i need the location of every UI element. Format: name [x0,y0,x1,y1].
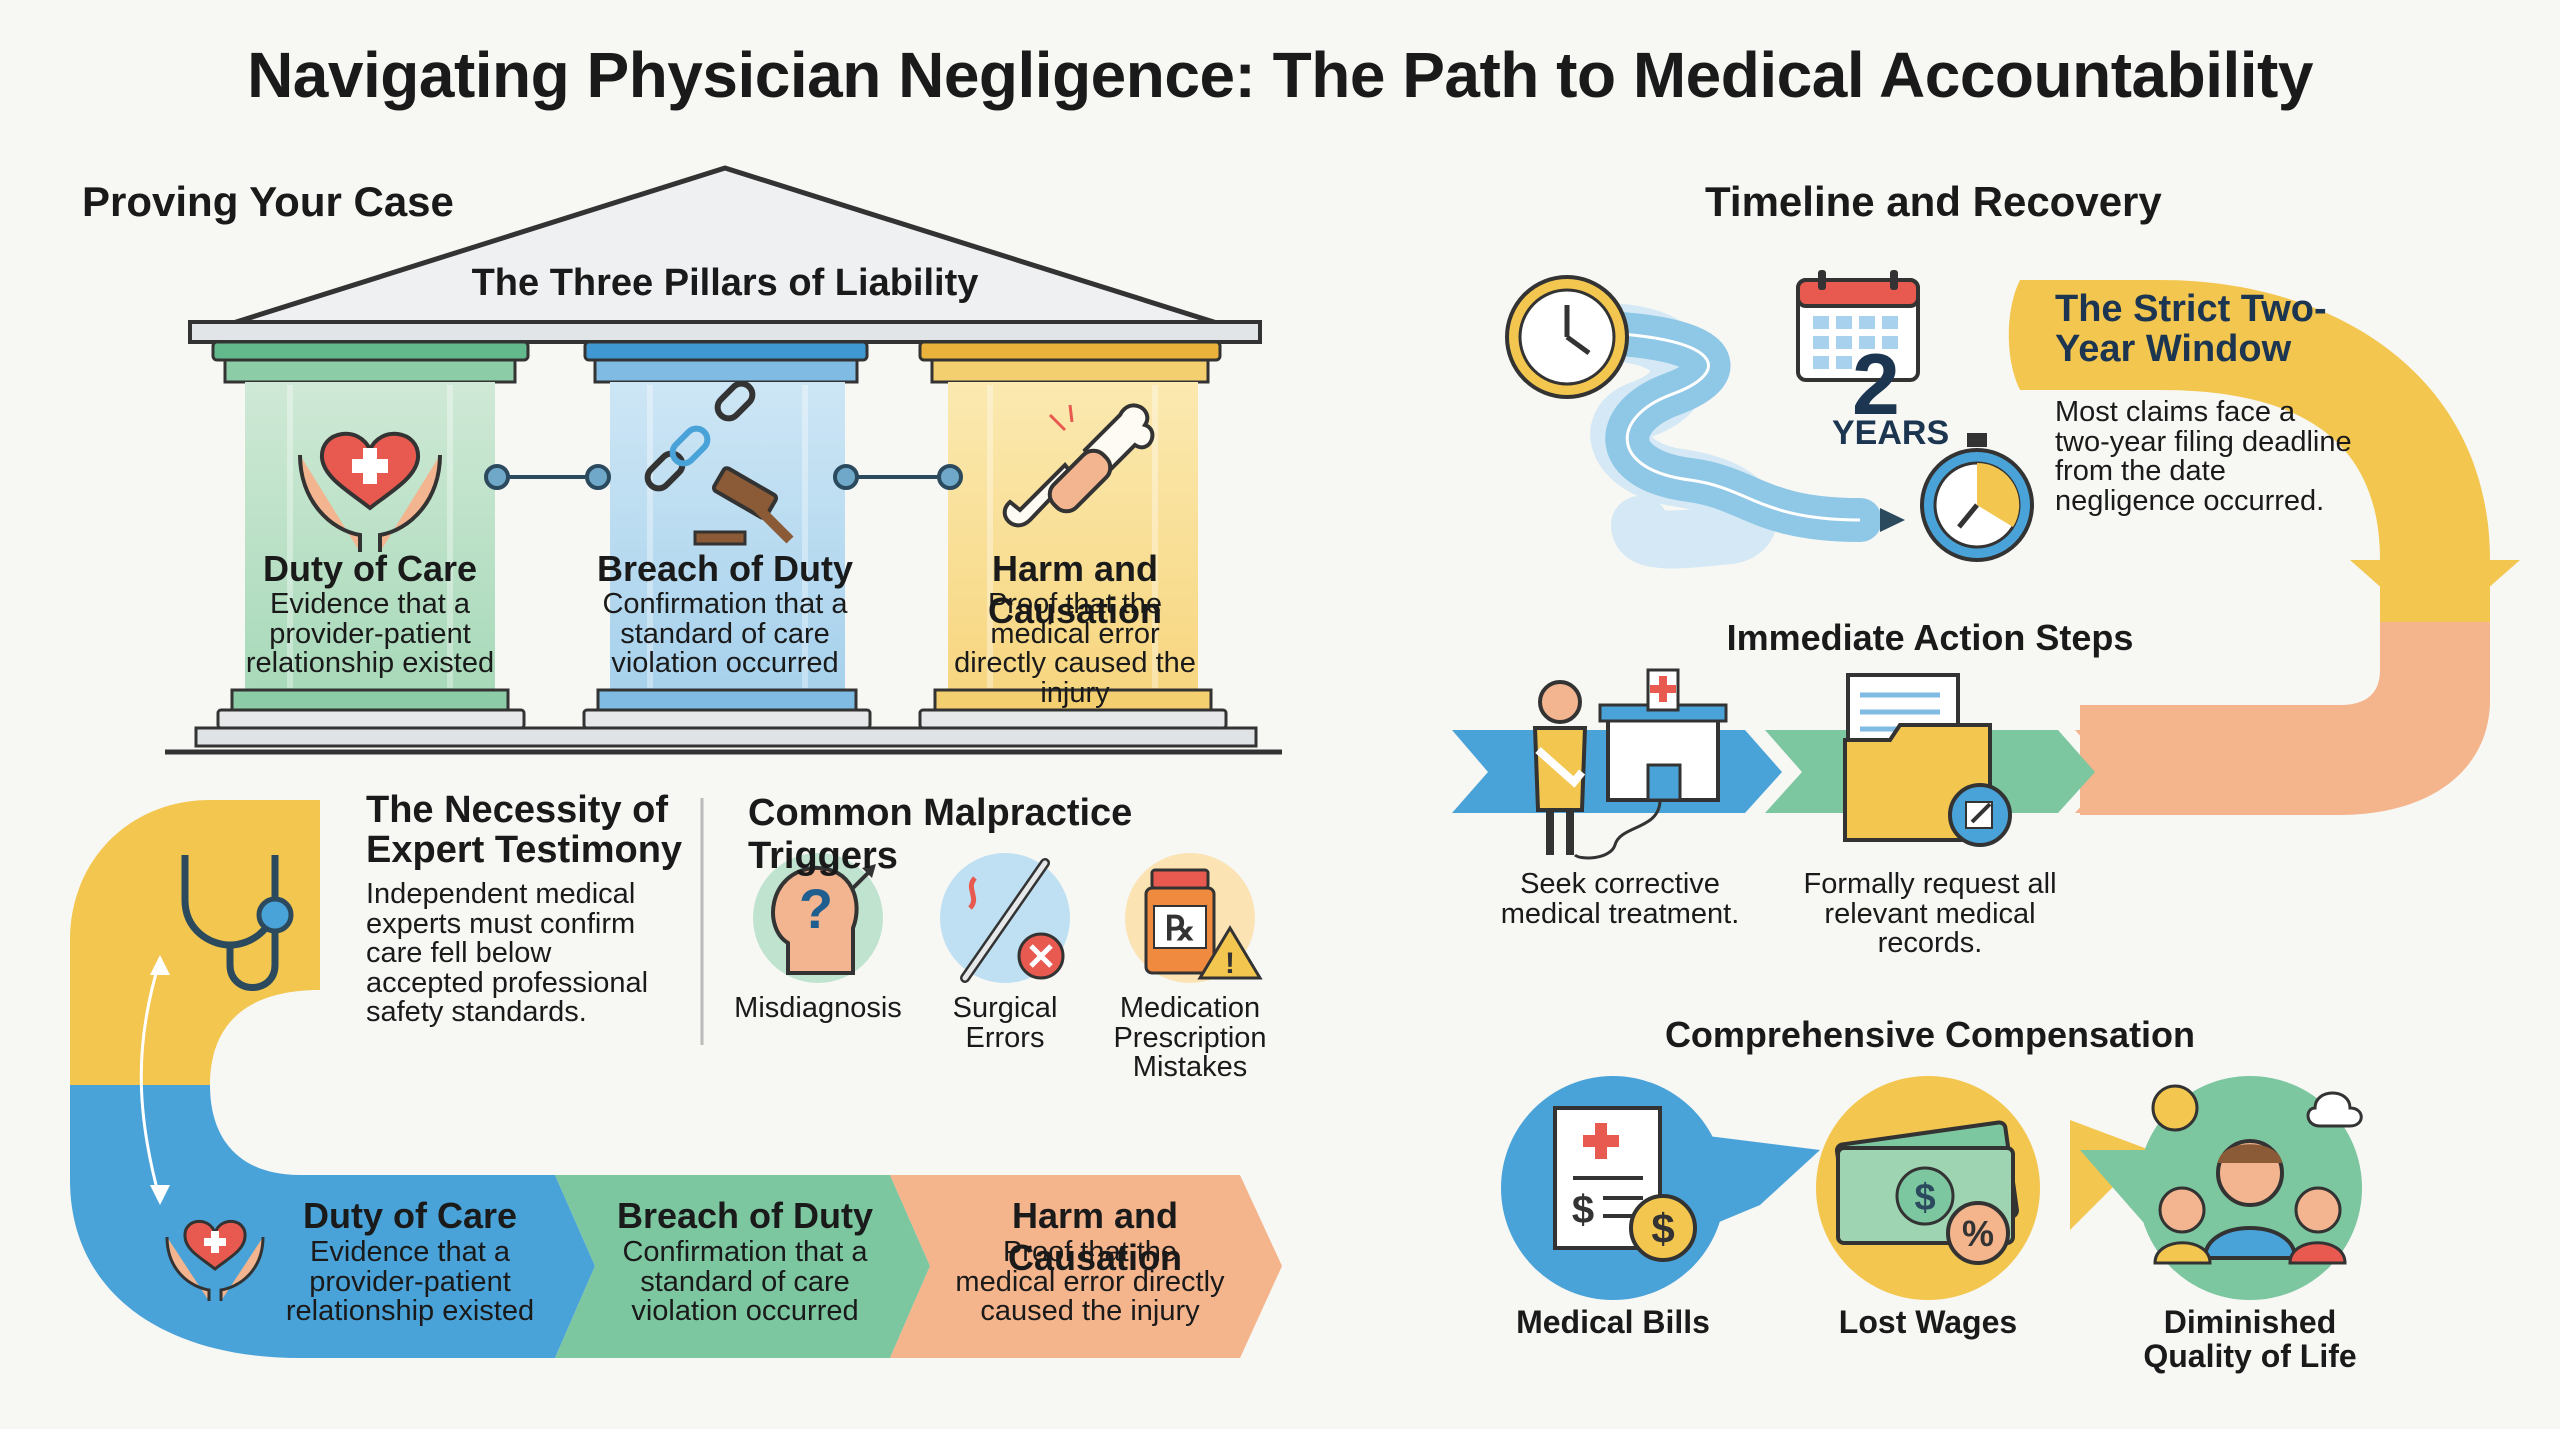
svg-text:?: ? [799,877,833,940]
folder-document-icon [1843,673,2012,847]
svg-text:%: % [1962,1213,1994,1254]
comp-quality-of-life: Diminished Quality of Life [2143,1304,2357,1374]
flow-text-breach: Confirmation that a standard of care vio… [622,1236,868,1328]
years-unit: YEARS [1832,414,1950,452]
pillar-capital-green [211,340,530,362]
window-title: The Strict Two-Year Window [2055,288,2327,370]
pillar-title-breach: Breach of Duty [596,548,854,589]
triggers-heading: Common Malpractice Triggers [748,792,1133,877]
svg-text:℞: ℞ [1165,911,1195,948]
trigger-medication: Medication Prescription Mistakes [1113,992,1267,1084]
calendar-icon [1796,270,1920,382]
flow-text-harm: Proof that the medical error directly ca… [955,1236,1225,1328]
pillar-title-duty: Duty of Care [262,548,478,589]
timeline-road [1541,303,1905,569]
window-flow-band [2008,280,2520,815]
compensation-heading: Comprehensive Compensation [1664,1014,2196,1055]
cash-percent-icon: $ % [1816,1076,2040,1300]
trigger-misdiagnosis: Misdiagnosis [734,992,902,1024]
flow-title-breach: Breach of Duty [616,1195,874,1236]
head-question-icon: ? [753,853,883,983]
expert-flow-band [70,800,1282,1358]
medical-bill-icon: $ $ [1501,1076,1725,1300]
pillar-text-harm: Proof that the medical error directly ca… [954,588,1196,709]
expert-text: Independent medical experts must confirm… [366,878,649,1029]
comp-medical-bills: Medical Bills [1516,1304,1710,1340]
window-text: Most claims face a two-year filing deadl… [2055,396,2352,517]
svg-text:$: $ [1572,1188,1594,1232]
pillar-capital-blue [583,340,869,362]
broken-bone-bandage-icon [1002,403,1155,528]
broken-chain-gavel-icon [644,380,794,546]
actions-heading: Immediate Action Steps [1726,617,2134,658]
pillar-shaft-green [245,382,495,690]
pillar-capital-yellow [918,340,1222,362]
pillar-text-duty: Evidence that a provider-patient relatio… [245,588,495,680]
comp-lost-wages: Lost Wages [1838,1304,2018,1340]
flow-arrow-green [555,1175,930,1358]
action-step-treatment: Seek corrective medical treatment. [1500,868,1740,930]
injured-patient-hospital-icon [1532,668,1728,860]
flow-arrow-peach [890,1175,1282,1358]
pillar-shaft-yellow [948,382,1198,690]
temple-title: The Three Pillars of Liability [471,262,979,304]
heart-hands-small-icon [165,1220,265,1301]
heart-hands-icon [298,431,442,552]
trigger-surgical-errors: Surgical Errors [952,992,1058,1054]
flow-text-duty: Evidence that a provider-patient relatio… [285,1236,535,1328]
flow-title-duty: Duty of Care [302,1195,518,1236]
proving-case-heading: Proving Your Case [82,178,454,225]
temple-diagram [165,165,1282,755]
svg-text:!: ! [1225,947,1235,980]
action-step-records: Formally request all relevant medical re… [1803,868,2057,960]
timeline-heading: Timeline and Recovery [1705,178,2162,225]
pillar-title-harm: Harm and Causation [987,548,1163,631]
flow-title-harm: Harm and Causation [1007,1195,1183,1278]
scalpel-x-icon [940,853,1070,983]
flow-arrow-blue [300,1175,595,1358]
family-sun-icon [2138,1076,2363,1300]
clock-icon [1505,275,1629,399]
page-title: Navigating Physician Negligence: The Pat… [247,39,2313,111]
expert-title: The Necessity of Expert Testimony [366,789,683,872]
svg-text:$: $ [1651,1205,1674,1252]
rx-bottle-warning-icon: ℞ ! [1125,853,1263,983]
pillar-text-breach: Confirmation that a standard of care vio… [602,588,848,680]
stethoscope-icon [181,855,294,991]
years-number: 2 [1852,337,1900,433]
svg-text:$: $ [1914,1177,1935,1219]
stopwatch-icon [1920,433,2034,562]
